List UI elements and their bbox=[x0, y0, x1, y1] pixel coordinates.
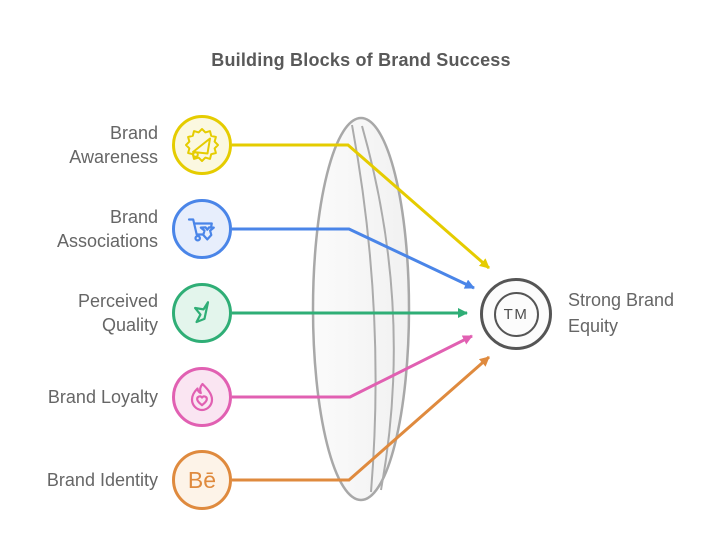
half-star-icon bbox=[194, 301, 210, 324]
arrow-brand-awareness bbox=[232, 143, 490, 270]
item-label-brand-awareness: Brand Awareness bbox=[69, 123, 158, 167]
arrow-brand-loyalty bbox=[232, 334, 473, 399]
brand-loyalty-node bbox=[172, 367, 232, 427]
cart-star-icon bbox=[187, 218, 215, 242]
item-label-brand-identity: Brand Identity bbox=[46, 470, 158, 490]
brand-awareness-node bbox=[172, 115, 232, 175]
item-label-brand-associations: Brand Associations bbox=[56, 207, 158, 251]
trademark-icon: TM bbox=[480, 278, 552, 350]
arrow-brand-associations bbox=[232, 227, 475, 290]
trademark-label: TM bbox=[493, 291, 539, 337]
arrow-brand-identity bbox=[232, 355, 490, 482]
flame-heart-icon bbox=[190, 382, 214, 412]
behance-icon: Bē bbox=[187, 466, 217, 493]
diagram-title: Building Blocks of Brand Success bbox=[211, 50, 511, 70]
brand-associations-node bbox=[172, 199, 232, 259]
promotion-badge-icon bbox=[185, 128, 219, 162]
perceived-quality-node bbox=[172, 283, 232, 343]
brand-identity-node: Bē bbox=[172, 450, 232, 510]
item-label-brand-loyalty: Brand Loyalty bbox=[47, 387, 158, 407]
item-label-perceived-quality: Perceived Quality bbox=[77, 291, 158, 335]
result-label: Strong Brand Equity bbox=[568, 290, 675, 336]
lens-shape bbox=[311, 116, 411, 502]
